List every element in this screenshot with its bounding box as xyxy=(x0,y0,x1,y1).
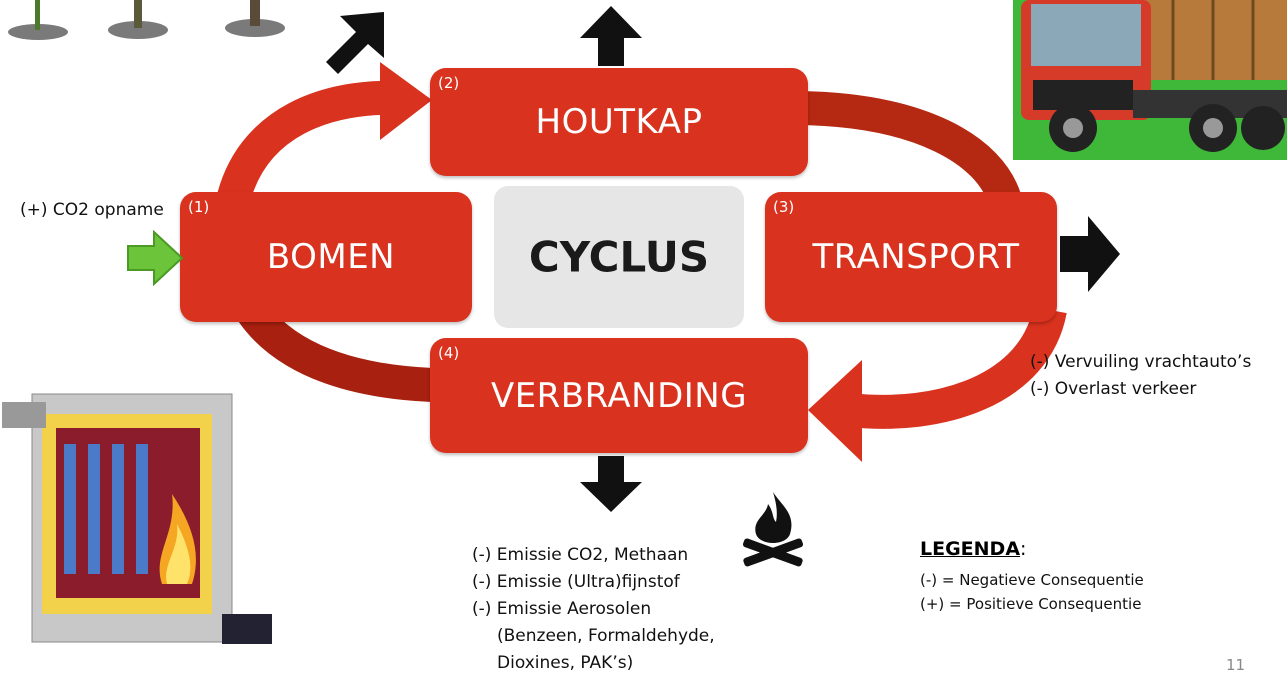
list-item: (-) Vervuiling vrachtauto’s xyxy=(1030,352,1252,372)
node-label: HOUTKAP xyxy=(535,102,703,142)
legend-colon: : xyxy=(1020,538,1027,560)
list-item: (-) Emissie Aerosolen xyxy=(472,599,652,619)
legend-title: LEGENDA xyxy=(920,538,1021,560)
node-number: (2) xyxy=(438,74,460,92)
legend: LEGENDA: xyxy=(920,538,1026,560)
truck-icon xyxy=(1013,0,1287,160)
transport-effects: (-) Vervuiling vrachtauto’s (-) Overlast… xyxy=(1030,349,1251,403)
boiler-icon xyxy=(2,393,272,644)
arrow-icon xyxy=(1060,216,1120,292)
arrow-transport-to-verbranding xyxy=(848,306,1067,429)
node-label: TRANSPORT xyxy=(812,237,1020,277)
co2-label: (+) CO2 opname xyxy=(20,200,164,220)
arrow-icon xyxy=(326,12,384,74)
arrow-icon xyxy=(580,6,642,66)
legend-items: (-) = Negatieve Consequentie (+) = Posit… xyxy=(920,568,1144,616)
list-item: (+) = Positieve Consequentie xyxy=(920,595,1142,613)
arrow-houtkap-to-transport xyxy=(799,91,1022,206)
center-label: CYCLUS xyxy=(528,232,710,282)
list-item: (-) = Negatieve Consequentie xyxy=(920,571,1144,589)
node-label: BOMEN xyxy=(266,237,396,277)
node-number: (1) xyxy=(188,198,210,216)
page-number: 11 xyxy=(1226,656,1246,674)
list-item: (Benzeen, Formaldehyde, xyxy=(497,626,715,646)
arrow-head-verbranding xyxy=(808,360,862,462)
co2-arrow-icon xyxy=(127,230,184,286)
list-item: (-) Overlast verkeer xyxy=(1030,379,1197,399)
node-label: VERBRANDING xyxy=(490,375,748,416)
node-number: (4) xyxy=(438,344,460,362)
arrow-bomen-to-houtkap xyxy=(215,80,401,210)
sapling-icon xyxy=(8,0,285,40)
node-verbranding: (4) VERBRANDING xyxy=(430,338,808,453)
node-bomen: (1) BOMEN xyxy=(180,192,472,322)
node-number: (3) xyxy=(773,198,795,216)
node-houtkap: (2) HOUTKAP xyxy=(430,68,808,176)
list-item: (-) Emissie CO2, Methaan xyxy=(472,545,689,565)
list-item: Dioxines, PAK’s) xyxy=(497,653,634,673)
list-item: (-) Emissie (Ultra)fijnstof xyxy=(472,572,680,592)
arrow-icon xyxy=(580,456,642,512)
campfire-icon xyxy=(743,492,803,567)
node-transport: (3) TRANSPORT xyxy=(765,192,1057,322)
arrow-head-houtkap xyxy=(380,62,432,140)
center-cyclus: CYCLUS xyxy=(494,186,744,328)
combustion-effects: (-) Emissie CO2, Methaan (-) Emissie (Ul… xyxy=(472,542,715,677)
